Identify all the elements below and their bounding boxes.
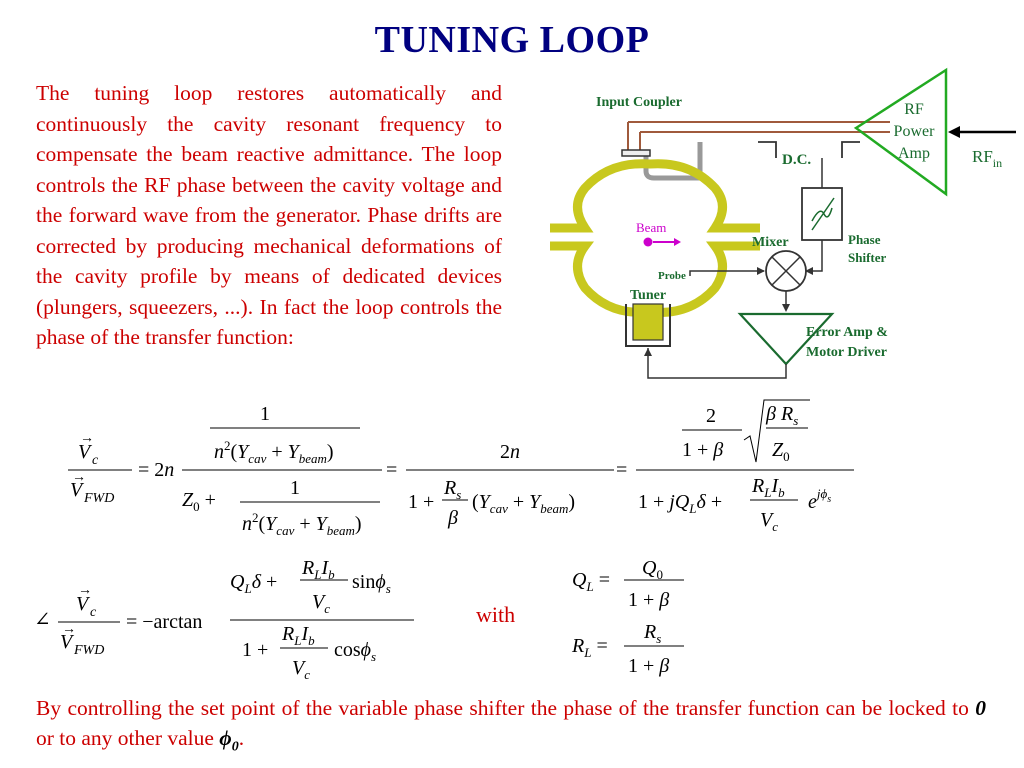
svg-text:QL =: QL = — [572, 569, 610, 594]
svg-text:RLIb: RLIb — [281, 623, 315, 648]
svg-text:(Ycav + Ybeam): (Ycav + Ybeam) — [472, 491, 575, 516]
svg-text:1: 1 — [260, 403, 270, 425]
error-amp-label-1: Error Amp & — [806, 325, 888, 340]
svg-text:Rs: Rs — [443, 477, 461, 502]
svg-text:RLIb: RLIb — [751, 475, 785, 500]
svg-text:c: c — [92, 453, 99, 468]
closing-text-1: By controlling the set point of the vari… — [36, 696, 976, 720]
svg-text:→: → — [78, 583, 92, 598]
svg-text:→: → — [80, 431, 94, 446]
dc-coupler-left — [758, 141, 777, 158]
svg-text:RL =: RL = — [571, 635, 608, 660]
probe-tip — [689, 270, 700, 276]
svg-text:β: β — [447, 507, 458, 529]
rf-in-label: RFin — [972, 147, 1002, 170]
svg-text:1 + jQLδ +: 1 + jQLδ + — [638, 491, 722, 516]
closing-phi: ϕ0 — [219, 726, 239, 755]
svg-text:RLIb: RLIb — [301, 557, 335, 582]
phase-shifter-out-arrow — [805, 267, 813, 275]
svg-text:2: 2 — [706, 405, 716, 427]
svg-text:=: = — [386, 459, 397, 481]
svg-text:1 +: 1 + — [408, 491, 434, 513]
tuner-housing — [625, 304, 671, 347]
mixer-cross-2 — [771, 256, 801, 286]
svg-text:2n: 2n — [500, 441, 520, 463]
phase-shifter-box — [801, 187, 843, 241]
rf-amp-label-2: Power — [894, 123, 936, 140]
closing-text-3: . — [238, 726, 245, 750]
svg-text:c: c — [90, 605, 97, 620]
beam-arrow-head — [674, 238, 681, 246]
tuning-loop-diagram: Beam Tuner Probe D.C. Mixer Phase Shifte… — [550, 67, 1016, 379]
phase-shifter-arrow — [811, 197, 835, 231]
svg-text:QLδ +: QLδ + — [230, 571, 277, 596]
svg-text:1 + β: 1 + β — [628, 589, 669, 611]
svg-text:Z0 +: Z0 + — [182, 489, 216, 514]
svg-text:=: = — [616, 459, 627, 481]
svg-text:→: → — [72, 470, 86, 485]
feedback-line — [647, 348, 787, 379]
svg-text:FWD: FWD — [83, 491, 114, 506]
feedback-arrow — [644, 348, 652, 356]
probe-arrow — [757, 267, 765, 275]
rf-power-amp-triangle — [853, 67, 948, 197]
svg-text:V: V — [76, 593, 91, 615]
svg-text:sinϕs: sinϕs — [352, 571, 391, 596]
tuner-label: Tuner — [630, 288, 666, 303]
svg-text:Vc: Vc — [312, 591, 330, 616]
svg-text:1 + β: 1 + β — [628, 655, 669, 677]
intro-paragraph: The tuning loop restores automatically a… — [36, 81, 502, 349]
phase-shifter-coil — [811, 207, 833, 222]
closing-text-2: or to any other value — [36, 726, 220, 750]
closing-zero: 0 — [975, 696, 986, 720]
svg-text:β Rs: β Rs — [765, 403, 798, 428]
svg-text:→: → — [62, 622, 76, 637]
rf-amp-label-1: RF — [904, 101, 924, 118]
probe-label: Probe — [658, 270, 686, 282]
svg-text:= −arctan: = −arctan — [126, 611, 202, 633]
mixer-out-arrow — [782, 304, 790, 312]
svg-text:n2(Ycav + Ybeam): n2(Ycav + Ybeam) — [214, 438, 334, 466]
with-label: with — [476, 602, 516, 627]
phase-shifter-label-1: Phase — [848, 232, 881, 247]
svg-text:cosϕs: cosϕs — [334, 639, 376, 664]
input-coupler-pipe — [634, 142, 703, 181]
svg-text:V: V — [60, 631, 75, 653]
closing-paragraph: By controlling the set point of the vari… — [36, 693, 986, 762]
svg-text:n2(Ycav + Ybeam): n2(Ycav + Ybeam) — [242, 510, 362, 538]
error-amp-triangle — [737, 312, 835, 366]
dc-coupler-right — [841, 141, 860, 158]
svg-text:1 + β: 1 + β — [682, 439, 723, 461]
svg-text:Vc: Vc — [292, 657, 310, 682]
svg-text:1 +: 1 + — [242, 639, 268, 661]
mixer-label: Mixer — [752, 235, 789, 250]
beam-label: Beam — [636, 220, 666, 235]
svg-text:Z0: Z0 — [772, 439, 790, 464]
beam-dot — [643, 237, 653, 247]
phase-shifter-out — [806, 240, 823, 272]
error-amp-label-2: Motor Driver — [806, 345, 887, 360]
svg-text:V: V — [78, 441, 93, 463]
phase-shifter-label-2: Shifter — [848, 250, 887, 265]
svg-text:FWD: FWD — [73, 643, 104, 658]
svg-text:Rs: Rs — [643, 621, 661, 646]
svg-text:∠: ∠ — [34, 609, 51, 631]
dc-label: D.C. — [782, 152, 811, 168]
svg-text:= 2n: = 2n — [138, 459, 174, 481]
svg-text:ejϕs: ejϕs — [808, 486, 831, 513]
input-coupler-label: Input Coupler — [596, 95, 682, 110]
page-title: TUNING LOOP — [374, 19, 650, 61]
svg-text:1: 1 — [290, 477, 300, 499]
svg-text:Q0: Q0 — [642, 557, 663, 582]
coupler-flange — [621, 149, 651, 157]
rf-in-arrow — [948, 126, 960, 138]
svg-text:Vc: Vc — [760, 509, 778, 534]
rf-amp-label-3: Amp — [898, 145, 930, 162]
svg-text:V: V — [70, 479, 85, 501]
tuner-block — [632, 303, 664, 341]
equation-definitions: QL = Q0 1 + β RL = Rs 1 + β — [571, 557, 684, 677]
